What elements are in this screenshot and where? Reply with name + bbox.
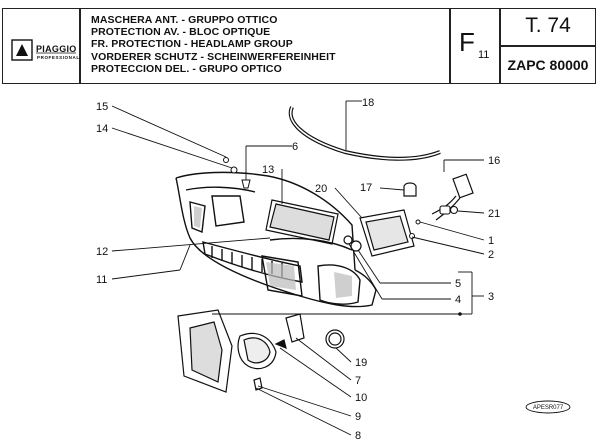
headlamp-insert [343, 209, 415, 257]
mask-shading [194, 206, 352, 298]
callout-6: 6 [292, 141, 298, 153]
leader-dot [458, 312, 462, 316]
section-cell: F 11 [450, 8, 500, 84]
title-line-en: FR. PROTECTION - HEADLAMP GROUP [91, 38, 293, 51]
callout-14: 14 [96, 123, 108, 135]
piaggio-logo-icon [11, 39, 76, 61]
callout-labels: 15 14 6 13 20 17 18 16 21 1 2 12 11 5 4 … [96, 97, 500, 442]
title-line-es: PROTECCION DEL. - GRUPO OPTICO [91, 62, 282, 75]
callout-4: 4 [455, 294, 461, 306]
leader-lines [111, 100, 485, 436]
fasteners [223, 157, 421, 239]
model-code-cell: ZAPC 80000 [500, 46, 596, 84]
callout-5: 5 [455, 278, 461, 290]
callout-11: 11 [96, 274, 107, 286]
drawing-ref-code: APESR077 [533, 405, 564, 411]
drawing-reference: APESR077 [525, 400, 571, 414]
callout-10: 10 [355, 392, 367, 404]
callout-20: 20 [315, 183, 327, 195]
brand-subtitle: PROFESSIONAL [37, 55, 80, 60]
brand-logo-cell: PIAGGIO PROFESSIONAL [2, 8, 80, 84]
title-cell: MASCHERA ANT. - GRUPPO OTTICO PROTECTION… [80, 8, 450, 84]
callout-19: 19 [355, 357, 367, 369]
callout-7: 7 [355, 375, 361, 387]
wiring-harness [431, 173, 474, 221]
callout-13: 13 [262, 164, 274, 176]
title-line-it: MASCHERA ANT. - GRUPPO OTTICO [91, 14, 278, 26]
callout-8: 8 [355, 430, 361, 442]
bulb-part [439, 205, 459, 215]
model-code: ZAPC 80000 [507, 57, 589, 73]
table-number: T. 74 [525, 14, 571, 37]
callout-2: 2 [488, 249, 494, 261]
seal-strip [288, 106, 441, 161]
callout-17: 17 [360, 182, 372, 194]
callout-3: 3 [488, 291, 494, 303]
header-block: PIAGGIO PROFESSIONAL MASCHERA ANT. - GRU… [0, 0, 600, 86]
clip-part [403, 182, 417, 197]
callout-12: 12 [96, 246, 108, 258]
section-number: 11 [478, 49, 490, 61]
front-mask-body [175, 171, 377, 308]
callout-21: 21 [488, 208, 500, 220]
table-cell: T. 74 [500, 8, 596, 46]
section-letter: F [459, 27, 475, 57]
callout-16: 16 [488, 155, 500, 167]
lamp-assembly [177, 309, 345, 393]
exploded-parts-drawing: 15 14 6 13 20 17 18 16 21 1 2 12 11 5 4 … [96, 97, 571, 442]
grille-panel [265, 199, 339, 245]
title-line-fr: PROTECTION AV. - BLOC OPTIQUE [91, 26, 271, 39]
callout-9: 9 [355, 411, 361, 423]
callout-1: 1 [488, 235, 494, 247]
callout-15: 15 [96, 101, 108, 113]
brand-name: PIAGGIO [36, 44, 77, 54]
title-line-de: VORDERER SCHUTZ - SCHEINWERFEREINHEIT [91, 50, 336, 63]
callout-18: 18 [362, 97, 374, 109]
